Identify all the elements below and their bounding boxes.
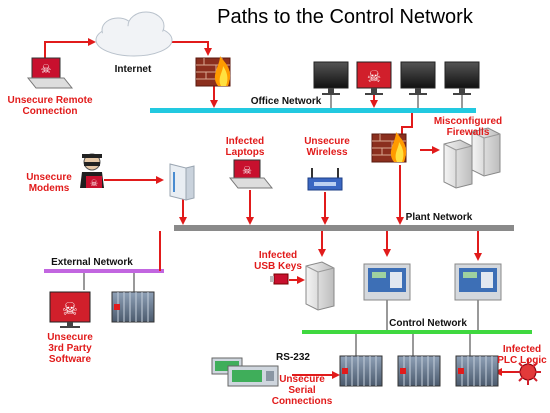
monitor-icon: ☠ bbox=[356, 61, 392, 95]
cloud-icon bbox=[95, 11, 173, 57]
threat-laptops: Infected Laptops bbox=[225, 136, 265, 158]
server-icon bbox=[305, 261, 335, 311]
usb-key-icon bbox=[270, 273, 289, 285]
plc-icon bbox=[111, 291, 155, 323]
skull-icon: ☠ bbox=[367, 67, 381, 86]
hmi-panel-icon bbox=[363, 263, 411, 301]
monitor-icon bbox=[444, 61, 480, 95]
plant-network-label: Plant Network bbox=[405, 212, 473, 223]
rs232-label: RS-232 bbox=[276, 352, 310, 363]
connector-lines bbox=[83, 95, 479, 356]
monitor-icon: ☠ bbox=[49, 291, 91, 328]
external-network-bus bbox=[44, 269, 164, 273]
svg-text:☠: ☠ bbox=[90, 179, 98, 189]
plant-network-bus bbox=[174, 225, 514, 231]
office-network-label: Office Network bbox=[250, 96, 322, 107]
threat-3rd-party-software: Unsecure 3rd Party Software bbox=[47, 332, 93, 365]
monitor-icon bbox=[400, 61, 436, 95]
threat-serial-connections: Unsecure Serial Connections bbox=[271, 374, 333, 407]
plc-icon bbox=[339, 355, 383, 387]
hmi-panel-icon bbox=[454, 263, 502, 301]
plc-icon bbox=[455, 355, 499, 387]
skull-icon: ☠ bbox=[62, 299, 78, 320]
laptop-icon: ☠ bbox=[228, 159, 274, 189]
firewall-icon bbox=[371, 132, 407, 163]
server-icon bbox=[443, 139, 473, 189]
virus-icon bbox=[515, 359, 541, 385]
svg-text:☠: ☠ bbox=[41, 62, 52, 76]
monitor-icon bbox=[313, 61, 349, 95]
svg-text:☠: ☠ bbox=[242, 164, 252, 177]
hmi-panel-icon bbox=[227, 365, 279, 387]
office-network-bus bbox=[150, 108, 476, 113]
plc-icon bbox=[397, 355, 441, 387]
firewall-icon bbox=[195, 56, 231, 87]
control-network-bus bbox=[302, 330, 532, 334]
page-title: Paths to the Control Network bbox=[217, 6, 473, 28]
laptop-icon: ☠ bbox=[26, 57, 74, 89]
threat-wireless: Unsecure Wireless bbox=[304, 136, 350, 158]
threat-modems: Unsecure Modems bbox=[26, 172, 72, 194]
external-network-label: External Network bbox=[51, 257, 133, 268]
threat-usb-keys: Infected USB Keys bbox=[254, 250, 302, 272]
control-network-label: Control Network bbox=[389, 318, 467, 329]
server-icon bbox=[471, 127, 501, 177]
hacker-icon: ☠ bbox=[80, 153, 104, 189]
wireless-router-icon bbox=[307, 168, 343, 191]
threat-firewalls: Misconfigured Firewalls bbox=[433, 116, 503, 138]
internet-label: Internet bbox=[114, 64, 152, 75]
threat-remote-connection: Unsecure Remote Connection bbox=[7, 95, 93, 117]
threat-plc-logic: Infected PLC Logic bbox=[497, 344, 547, 366]
attack-paths bbox=[44, 38, 516, 379]
modem-icon bbox=[169, 163, 195, 201]
